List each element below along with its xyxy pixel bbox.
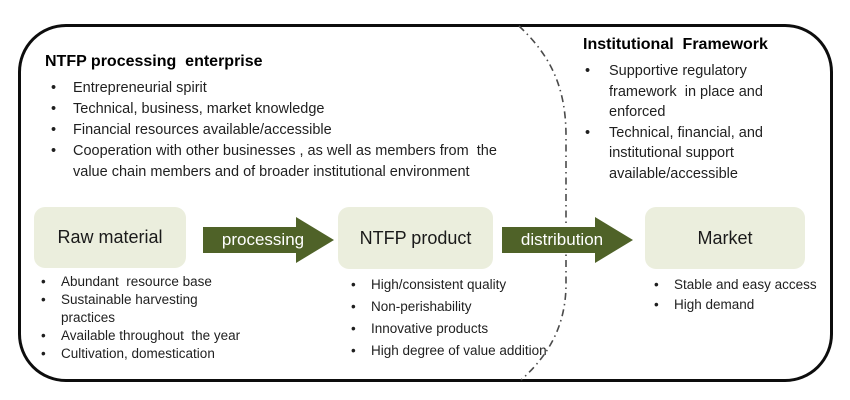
- bullet-icon: •: [51, 101, 57, 117]
- list-item-text: Non-perishability: [371, 299, 472, 314]
- list-item: • High/consistent quality: [347, 276, 597, 294]
- list-item: • Financial resources available/accessib…: [45, 120, 565, 141]
- list-item-text: Innovative products: [371, 321, 489, 336]
- ntfp-product-points: • High/consistent quality • Non-perishab…: [347, 276, 597, 364]
- list-item-text: Technical, business, market knowledge: [73, 101, 325, 117]
- bullet-icon: •: [51, 80, 57, 96]
- bullet-icon: •: [51, 143, 57, 159]
- stage-box-market: Market: [645, 207, 805, 269]
- institutional-framework-title: Institutional Framework: [583, 36, 768, 53]
- institutional-framework-section: Institutional Framework • Supportive reg…: [583, 36, 821, 184]
- list-item-text: Abundant resource base: [61, 274, 212, 289]
- stage-label: Market: [697, 227, 753, 248]
- enterprise-title: NTFP processing enterprise: [45, 53, 263, 70]
- bullet-icon: •: [654, 297, 659, 312]
- list-item-text: Stable and easy access: [674, 277, 817, 292]
- list-item-text: High/consistent quality: [371, 277, 507, 292]
- list-item: • Non-perishability: [347, 298, 597, 316]
- bullet-icon: •: [351, 299, 356, 314]
- list-item-text: Financial resources available/accessible: [73, 122, 332, 138]
- list-item-text: Available throughout the year: [61, 328, 241, 343]
- bullet-icon: •: [351, 321, 356, 336]
- list-item: • High demand: [650, 296, 845, 314]
- raw-material-points: • Abundant resource base • Sustainable h…: [37, 273, 302, 363]
- arrow-right-icon: [502, 217, 633, 263]
- list-item-text: Sustainable harvesting practices: [61, 292, 198, 325]
- list-item: • Sustainable harvesting practices: [37, 291, 302, 327]
- list-item-text: Entrepreneurial spirit: [73, 80, 207, 96]
- arrow-label: distribution: [520, 230, 604, 249]
- bullet-icon: •: [51, 122, 57, 138]
- distribution-arrow: distribution: [502, 217, 633, 263]
- bullet-icon: •: [351, 277, 356, 292]
- list-item: • Cultivation, domestication: [37, 345, 302, 363]
- bullet-icon: •: [41, 274, 46, 289]
- list-item: • Abundant resource base: [37, 273, 302, 291]
- list-item: • High degree of value addition: [347, 342, 597, 360]
- institutional-bullet-list: • Supportive regulatory framework in pla…: [583, 61, 821, 184]
- bullet-icon: •: [41, 292, 46, 307]
- list-item: • Innovative products: [347, 320, 597, 338]
- stage-label: NTFP product: [359, 227, 472, 248]
- bullet-icon: •: [41, 328, 46, 343]
- list-item: • Technical, financial, and institutiona…: [583, 123, 821, 185]
- market-points: • Stable and easy access • High demand: [650, 276, 845, 316]
- list-item-text: Cultivation, domestication: [61, 346, 215, 361]
- bullet-icon: •: [351, 343, 356, 358]
- list-item-text: Cooperation with other businesses , as w…: [73, 143, 497, 180]
- list-item-text: Supportive regulatory framework in place…: [609, 63, 763, 120]
- list-item: • Cooperation with other businesses , as…: [45, 141, 565, 183]
- stage-label: Raw material: [57, 227, 163, 247]
- bullet-icon: •: [585, 124, 591, 141]
- bullet-icon: •: [585, 63, 591, 79]
- arrow-right-icon: [203, 217, 334, 263]
- enterprise-section: NTFP processing enterprise • Entrepreneu…: [45, 53, 565, 183]
- diagram-outline: [18, 24, 833, 382]
- enterprise-bullet-list: • Entrepreneurial spirit • Technical, bu…: [45, 78, 565, 183]
- list-item: • Stable and easy access: [650, 276, 845, 294]
- stage-box-ntfp-product: NTFP product: [338, 207, 493, 269]
- bullet-icon: •: [654, 277, 659, 292]
- arrow-label: processing: [221, 230, 305, 249]
- list-item: • Entrepreneurial spirit: [45, 78, 565, 99]
- list-item-text: Technical, financial, and institutional …: [609, 124, 763, 182]
- stage-box-raw-material: Raw material: [34, 207, 186, 268]
- list-item-text: High degree of value addition: [371, 343, 547, 358]
- list-item: • Available throughout the year: [37, 327, 302, 345]
- list-item-text: High demand: [674, 297, 755, 312]
- bullet-icon: •: [41, 346, 46, 361]
- list-item: • Supportive regulatory framework in pla…: [583, 61, 821, 123]
- list-item: • Technical, business, market knowledge: [45, 99, 565, 120]
- processing-arrow: processing: [203, 217, 334, 263]
